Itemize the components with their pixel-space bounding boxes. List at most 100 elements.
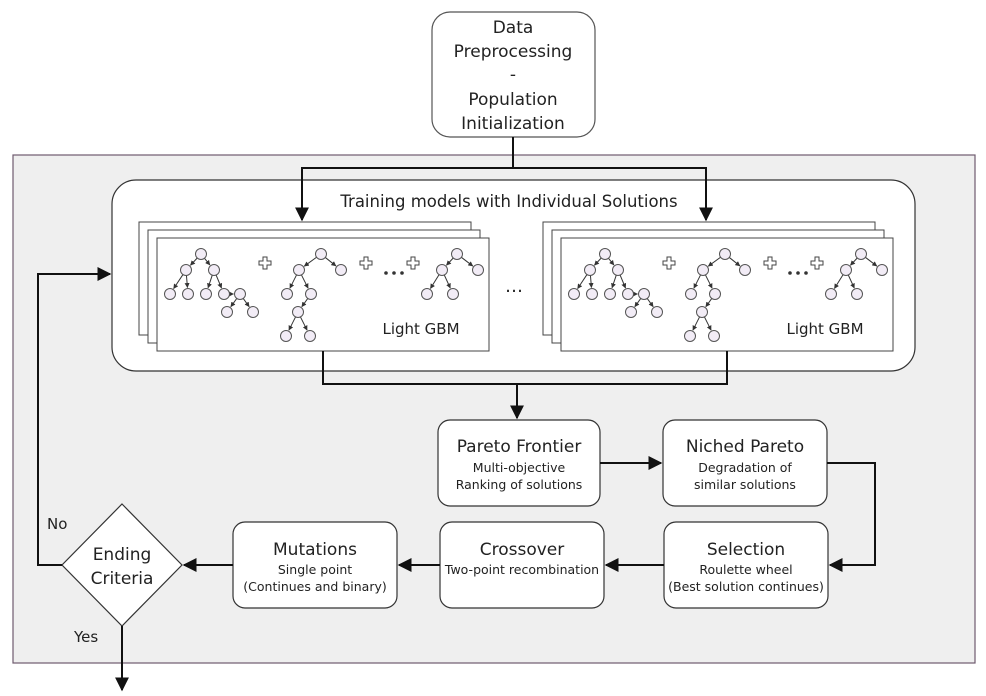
tree-edge xyxy=(692,316,700,331)
plus-icon xyxy=(359,256,373,270)
tree-edge xyxy=(850,257,858,266)
dot-icon xyxy=(796,271,800,275)
tree-node xyxy=(195,248,207,260)
tree-edge xyxy=(634,298,642,308)
crossover-box: Crossover Two-point recombination xyxy=(439,521,605,609)
tree-edge xyxy=(173,274,184,290)
tree-edge xyxy=(594,257,602,266)
tree-edge xyxy=(301,274,309,289)
init-to-training-right-connector xyxy=(513,167,713,222)
tree-edge xyxy=(207,275,213,289)
tree-edge xyxy=(865,256,878,267)
tree-edge xyxy=(728,257,741,267)
tree-node xyxy=(604,288,616,300)
tree-node xyxy=(292,306,304,318)
selection-title: Selection xyxy=(707,540,785,560)
init-line-2: Preprocessing xyxy=(454,42,573,62)
selection-line-2: (Best solution continues) xyxy=(668,579,824,594)
tree-edge xyxy=(847,274,855,289)
pareto-frontier-line-1: Multi-objective xyxy=(473,460,566,475)
connectors xyxy=(37,137,876,692)
tree-node xyxy=(221,306,233,318)
tree-edge xyxy=(693,274,701,289)
tree-edge xyxy=(242,298,250,308)
model-stack-right: Light GBM xyxy=(542,221,894,352)
tree-node xyxy=(855,248,867,260)
tree-edge xyxy=(301,298,309,308)
tree-edge xyxy=(705,298,713,308)
niched-pareto-line-2: similar solutions xyxy=(694,477,796,492)
pareto-frontier-line-2: Ranking of solutions xyxy=(456,477,583,492)
ending-line-1: Ending xyxy=(93,545,152,565)
model-label-right: Light GBM xyxy=(786,320,863,338)
plus-icon xyxy=(763,256,777,270)
tree-edge xyxy=(619,274,627,289)
mutations-line-1: Single point xyxy=(278,562,352,577)
tree-edge xyxy=(608,257,615,266)
tree-node xyxy=(234,288,246,300)
mutations-box: Mutations Single point (Continues and bi… xyxy=(232,521,398,609)
pareto-frontier-title: Pareto Frontier xyxy=(457,437,582,457)
ending-criteria-diamond: Ending Criteria xyxy=(61,503,183,627)
tree-edge xyxy=(611,275,617,289)
niched-pareto-line-1: Degradation of xyxy=(698,460,792,475)
plus-icon xyxy=(662,256,676,270)
tree-edge xyxy=(446,257,454,266)
tree-node xyxy=(180,264,192,276)
dot-icon xyxy=(804,271,808,275)
tree-node xyxy=(304,330,316,342)
tree-edge xyxy=(705,274,713,289)
tree-node xyxy=(825,288,837,300)
tree-edge xyxy=(588,275,594,289)
tree-node xyxy=(472,264,484,276)
tree-edge xyxy=(834,274,844,289)
tree-edge xyxy=(704,316,712,331)
niched-to-selection-arrow xyxy=(827,462,876,572)
tree-edge xyxy=(646,298,654,308)
mutations-title: Mutations xyxy=(273,540,357,560)
tree-node xyxy=(305,288,317,300)
model-label-left: Light GBM xyxy=(382,320,459,338)
niched-pareto-title: Niched Pareto xyxy=(686,437,804,457)
tree-node xyxy=(315,248,327,260)
init-line-1: Data xyxy=(493,18,534,38)
niched-pareto-box: Niched Pareto Degradation of similar sol… xyxy=(662,419,828,507)
init-box: Data Preprocessing - Population Initiali… xyxy=(431,11,596,138)
training-merge-connector xyxy=(322,351,728,385)
tree-node xyxy=(586,288,598,300)
plus-icon xyxy=(258,256,272,270)
tree-edge xyxy=(577,274,588,290)
tree-edge xyxy=(215,274,223,289)
plus-icon xyxy=(406,256,420,270)
tree-node xyxy=(200,288,212,300)
tree-node xyxy=(164,288,176,300)
tree-node xyxy=(281,288,293,300)
tree-node xyxy=(280,330,292,342)
tree-node xyxy=(218,288,230,300)
tree-node xyxy=(696,306,708,318)
tree-edge xyxy=(288,316,296,331)
no-loop-back-arrow xyxy=(37,267,112,566)
tree-node xyxy=(876,264,888,276)
tree-node xyxy=(584,264,596,276)
tree-node xyxy=(708,330,720,342)
tree-node xyxy=(247,306,259,318)
crossover-line-1: Two-point recombination xyxy=(444,562,599,577)
tree-edge xyxy=(300,316,308,331)
tree-edge xyxy=(184,275,190,289)
tree-node xyxy=(612,264,624,276)
ending-line-2: Criteria xyxy=(91,569,154,589)
tree-edge xyxy=(430,274,440,289)
tree-edge xyxy=(461,256,474,267)
init-line-5: Initialization xyxy=(461,114,565,134)
tree-node xyxy=(436,264,448,276)
tree-node xyxy=(568,288,580,300)
tree-node xyxy=(447,288,459,300)
between-models-ellipsis: … xyxy=(505,276,523,297)
pareto-frontier-box: Pareto Frontier Multi-objective Ranking … xyxy=(437,419,601,507)
tree-node xyxy=(739,264,751,276)
tree-node xyxy=(208,264,220,276)
tree-node xyxy=(697,264,709,276)
dot-icon xyxy=(400,271,404,275)
